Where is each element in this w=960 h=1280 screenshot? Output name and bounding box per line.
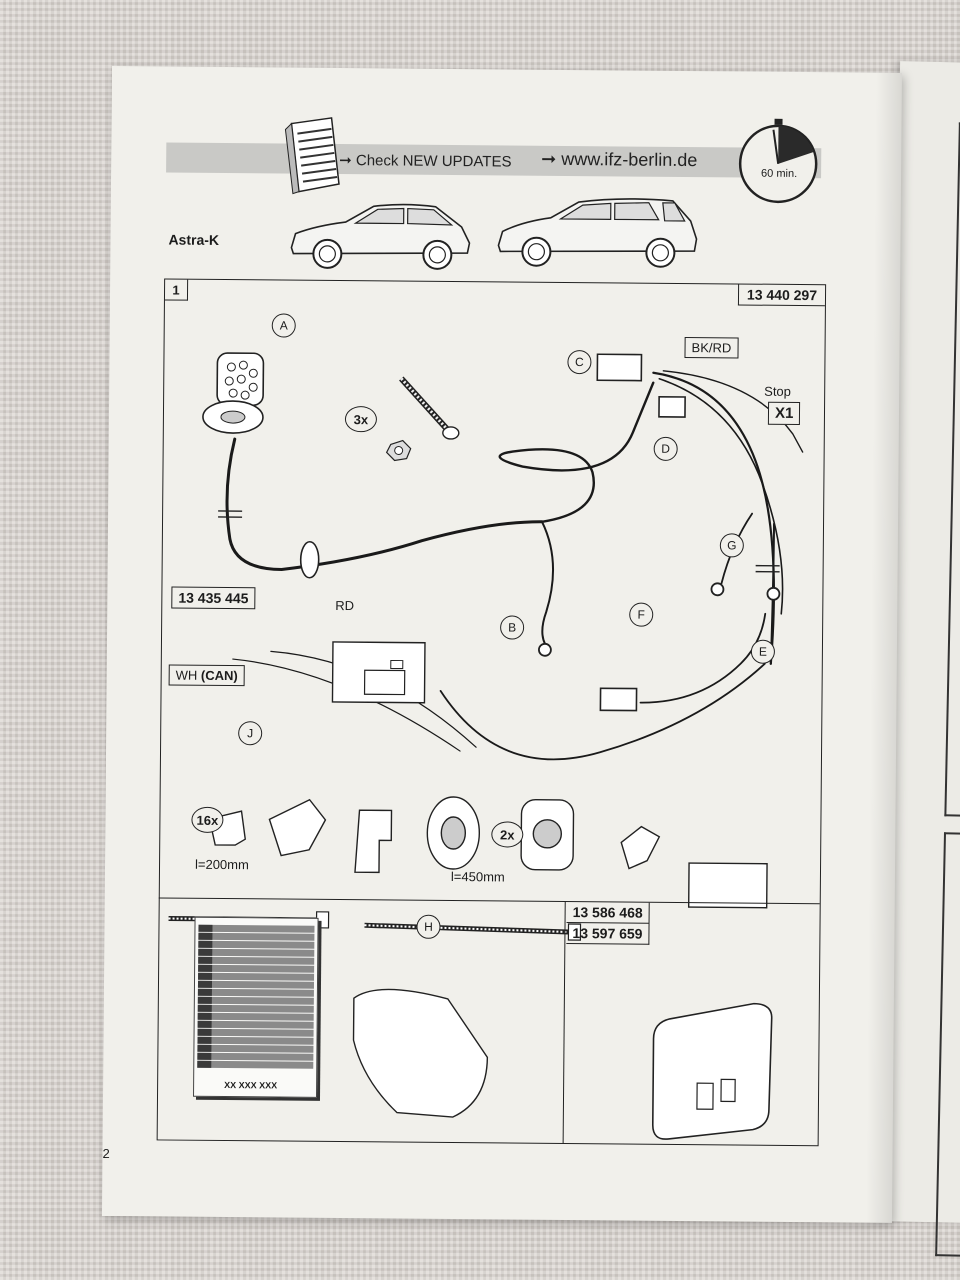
- callout-e: E: [750, 639, 776, 664]
- connector-c: [596, 353, 643, 382]
- connector-d: [658, 395, 686, 418]
- label-wh-can: WH (CAN): [168, 664, 245, 687]
- label-bk-rd: BK/RD: [684, 337, 739, 359]
- metal-clip: [354, 809, 393, 874]
- callout-g: G: [719, 533, 744, 558]
- label-stop: Stop: [764, 383, 792, 399]
- instruction-page: ➞ Check NEW UPDATES ➞ www.ifz-berlin.de …: [101, 66, 902, 1223]
- label-wh: WH: [175, 667, 202, 683]
- estate-car-icon: [497, 198, 698, 268]
- check-updates-text: ➞ Check NEW UPDATES: [339, 151, 512, 171]
- stopwatch-icon: [738, 118, 818, 204]
- battery-diagram: [331, 641, 426, 704]
- label-harness-number: 13 435 445: [171, 586, 256, 610]
- time-label: 60 min.: [761, 167, 798, 180]
- callout-f: F: [629, 602, 654, 627]
- callout-d: D: [653, 436, 678, 461]
- cable-grommet: [299, 540, 320, 579]
- adhesive-pad: [687, 862, 768, 909]
- module-part-numbers: 13 586 468 13 597 659: [566, 902, 650, 945]
- wiring-harness-diagram: [168, 352, 804, 1140]
- control-module: [651, 1002, 773, 1140]
- next-page-frame-bottom: [935, 832, 960, 1258]
- label-rd: RD: [335, 597, 355, 614]
- ring-terminal-g: [710, 582, 725, 597]
- screw-and-nut: [385, 376, 460, 462]
- ring-terminal-e: [766, 586, 781, 601]
- trailer-socket-a: [202, 352, 265, 434]
- relay-clip: [620, 825, 661, 870]
- mounting-bracket: [268, 798, 327, 857]
- connector-f: [599, 687, 638, 712]
- instruction-booklet: XX XXX XXX: [193, 916, 319, 1098]
- vehicle-model: Astra-K: [168, 231, 220, 248]
- callout-h: H: [416, 914, 441, 939]
- qty-screws: 3x: [344, 406, 378, 433]
- callout-b: B: [500, 615, 525, 640]
- label-can: (CAN): [200, 667, 238, 684]
- next-page-frame-top: [944, 122, 960, 818]
- ring-terminal-b: [538, 642, 552, 657]
- callout-a: A: [271, 313, 296, 338]
- callout-c: C: [567, 349, 592, 375]
- long-tie-length: l=450mm: [450, 868, 505, 885]
- page-number: 2: [102, 1145, 110, 1162]
- plastic-holder-h: [352, 988, 489, 1118]
- qty-long-ties: 2x: [491, 821, 524, 848]
- module-number-1: 13 586 468: [566, 902, 649, 924]
- callout-j: J: [238, 721, 263, 746]
- short-tie-length: l=200mm: [194, 856, 249, 873]
- label-x1: X1: [767, 401, 801, 426]
- booklet-icon: [284, 117, 340, 195]
- module-number-2: 13 597 659: [572, 925, 643, 942]
- hatchback-car-icon: [290, 203, 471, 270]
- booklet-code: XX XXX XXX: [224, 1080, 278, 1091]
- qty-short-ties: 16x: [191, 806, 224, 834]
- website-link[interactable]: ➞ www.ifz-berlin.de: [541, 148, 698, 171]
